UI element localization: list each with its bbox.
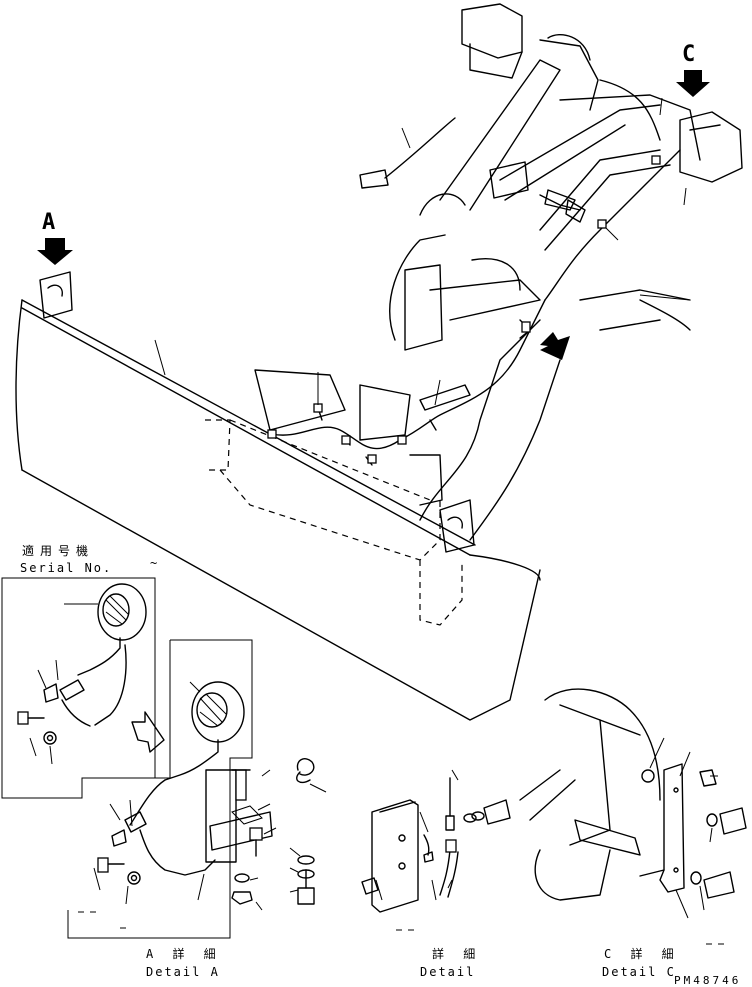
serial-label-en: Serial No. bbox=[20, 561, 113, 575]
serial-inset bbox=[1, 577, 165, 799]
dozer-blade bbox=[15, 271, 541, 721]
view-c-callout: C bbox=[682, 42, 696, 67]
detail-c-inset bbox=[519, 688, 747, 919]
detail-a-inset bbox=[67, 639, 327, 939]
detail-b-inset bbox=[361, 769, 511, 913]
detail-c-caption-ja: C 詳 細 bbox=[604, 947, 680, 961]
detail-b-caption-ja: 詳 細 bbox=[432, 947, 482, 961]
serial-range: ~ bbox=[150, 556, 160, 570]
callout-arrows bbox=[37, 70, 710, 360]
detail-a-caption-ja: A 詳 細 bbox=[146, 947, 222, 961]
detail-a-caption-en: Detail A bbox=[146, 965, 220, 979]
drawing-number: PM48746 bbox=[674, 974, 742, 987]
view-a-callout: A bbox=[42, 210, 56, 235]
detail-b-caption-en: Detail bbox=[420, 965, 476, 979]
serial-label-ja: 適用号機 bbox=[22, 544, 95, 558]
detail-c-caption-en: Detail C bbox=[602, 965, 676, 979]
leader-lines-main bbox=[154, 97, 691, 406]
lift-frame bbox=[359, 3, 743, 541]
caption-marks bbox=[78, 911, 724, 945]
harness-main bbox=[267, 149, 681, 466]
